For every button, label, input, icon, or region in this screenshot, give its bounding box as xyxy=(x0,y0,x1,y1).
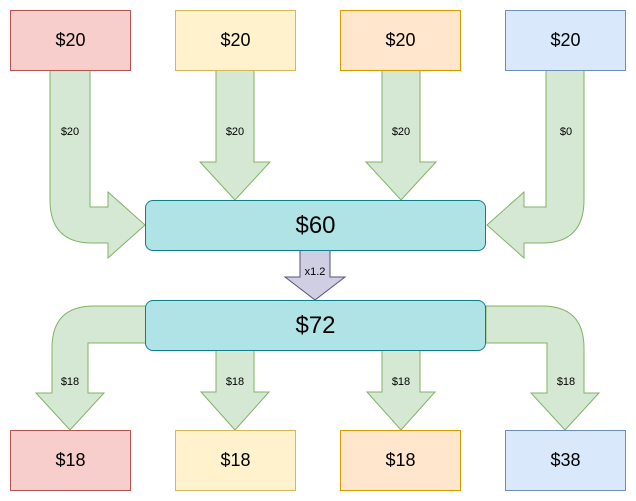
input-box-1: $20 xyxy=(10,10,131,71)
total-box: $72 xyxy=(145,300,486,351)
output-flow-label-3: $18 xyxy=(392,376,410,388)
output-arrow-4 xyxy=(485,305,601,431)
input-flow-label-1: $20 xyxy=(61,126,79,138)
output-box-3: $18 xyxy=(340,430,461,491)
input-box-3: $20 xyxy=(340,10,461,71)
output-flow-label-1: $18 xyxy=(61,376,79,388)
multiplier-label: x1.2 xyxy=(305,266,326,278)
input-arrow-3 xyxy=(364,69,438,201)
output-flow-label-2: $18 xyxy=(226,376,244,388)
output-box-2: $18 xyxy=(175,430,296,491)
input-flow-label-4: $0 xyxy=(560,126,572,138)
multiplier-arrow xyxy=(283,249,347,301)
pool-box: $60 xyxy=(145,200,486,251)
input-box-2: $20 xyxy=(175,10,296,71)
output-box-4: $38 xyxy=(505,430,626,491)
output-flow-label-4: $18 xyxy=(557,376,575,388)
output-arrow-2 xyxy=(199,349,271,431)
input-arrow-2 xyxy=(198,69,272,201)
output-box-1: $18 xyxy=(10,430,131,491)
input-arrow-4 xyxy=(486,69,585,260)
output-arrow-3 xyxy=(365,349,437,431)
input-flow-label-3: $20 xyxy=(392,126,410,138)
output-arrow-1 xyxy=(34,305,147,431)
input-arrow-1 xyxy=(49,69,146,260)
input-box-4: $20 xyxy=(505,10,626,71)
input-flow-label-2: $20 xyxy=(226,126,244,138)
